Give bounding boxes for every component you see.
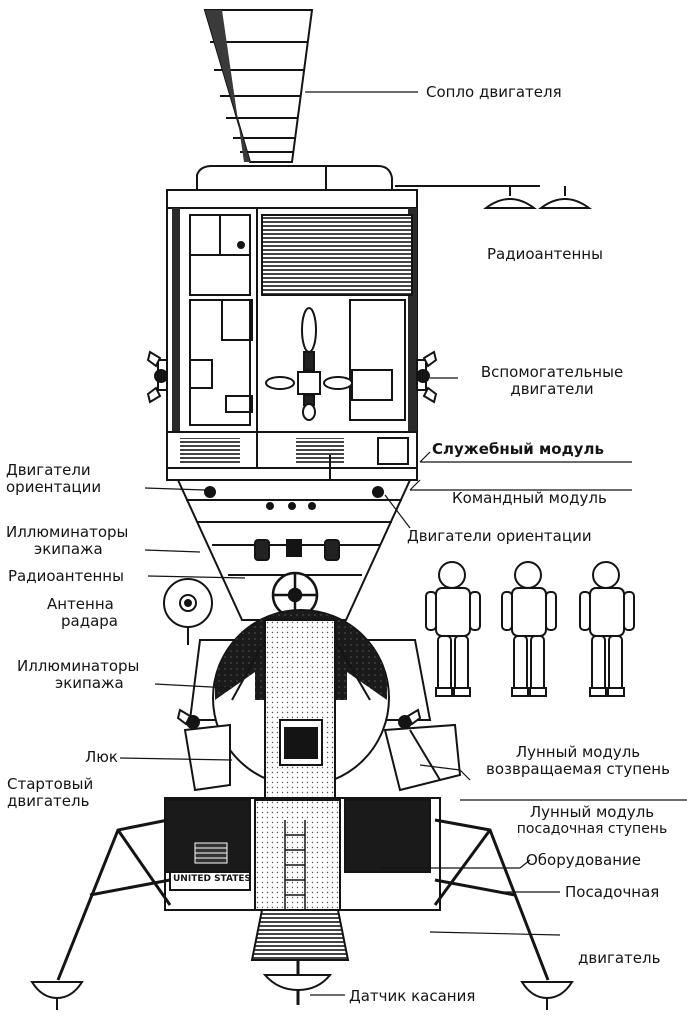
label-radio-antennas-left: Радиоантенны: [8, 567, 124, 585]
label-service-module: Служебный модуль: [432, 440, 604, 458]
label-command-module: Командный модуль: [452, 489, 607, 507]
label-aux-engines-line1: Вспомогательные: [480, 363, 624, 381]
label-radar-line1: Антенна: [47, 595, 114, 613]
astronaut-1: [425, 561, 481, 697]
label-lm-descent-line1: Лунный модуль: [529, 803, 655, 821]
label-lm-ascent-line2: возвращаемая ступень: [486, 760, 670, 778]
label-radar-antenna: Антенна радара: [47, 596, 118, 630]
flag-icon: [194, 842, 228, 864]
label-engine-nozzle: Сопло двигателя: [426, 83, 562, 101]
label-crew-windows-lower-line2: экипажа: [55, 674, 124, 692]
label-ascent-engine: Стартовый двигатель: [7, 776, 93, 810]
leader-lines: [119, 91, 687, 996]
aux-thruster-right: [416, 350, 438, 404]
label-equipment: Оборудование: [526, 851, 641, 869]
command-module: [176, 479, 412, 621]
label-ascent-engine-line1: Стартовый: [7, 775, 94, 793]
astronaut-3: [579, 561, 635, 697]
label-lm-descent: Лунный модуль посадочная ступень: [500, 804, 684, 838]
label-aux-engines-line2: двигатели: [510, 380, 594, 398]
landing-pads: [30, 974, 574, 1010]
label-aux-engines: Вспомогательные двигатели: [462, 364, 642, 398]
lm-ascent-stage: [176, 609, 462, 801]
aux-thruster-left: [146, 350, 168, 404]
label-hatch: Люк: [85, 748, 118, 766]
lm-descent-stage: [164, 797, 441, 961]
flag-text: UNITED STATES: [173, 874, 252, 884]
center-thruster-cluster: [265, 307, 353, 421]
label-lm-descent-line2: посадочная ступень: [516, 821, 668, 837]
label-ascent-engine-line2: двигатель: [7, 792, 90, 810]
radio-antennas-top: [395, 185, 593, 209]
engine-nozzle: [203, 9, 314, 163]
label-landing: Посадочная: [565, 883, 660, 901]
label-attitude-left-line1: Двигатели: [6, 461, 91, 479]
service-module: [146, 165, 438, 500]
label-radar-line2: радара: [61, 612, 118, 630]
label-attitude-engines-right: Двигатели ориентации: [407, 527, 592, 545]
label-crew-windows-upper-line2: экипажа: [34, 540, 103, 558]
label-crew-windows-lower: Иллюминаторы экипажа: [17, 658, 139, 692]
label-crew-windows-lower-line1: Иллюминаторы: [17, 657, 140, 675]
label-crew-windows-upper-line1: Иллюминаторы: [6, 523, 129, 541]
label-lm-ascent: Лунный модуль возвращаемая ступень: [472, 744, 684, 778]
radar-antenna: [163, 578, 213, 645]
label-attitude-engines-left: Двигатели ориентации: [6, 462, 101, 496]
label-touch-sensor: Датчик касания: [349, 987, 476, 1005]
label-attitude-left-line2: ориентации: [6, 478, 102, 496]
label-lm-ascent-line1: Лунный модуль: [515, 743, 641, 761]
astronaut-2: [501, 561, 557, 697]
label-radio-antennas-top: Радиоантенны: [487, 245, 603, 263]
label-crew-windows-upper: Иллюминаторы экипажа: [6, 524, 128, 558]
astronaut-figures: [425, 561, 635, 697]
docking-antenna: [271, 571, 319, 619]
label-engine: двигатель: [578, 949, 661, 967]
